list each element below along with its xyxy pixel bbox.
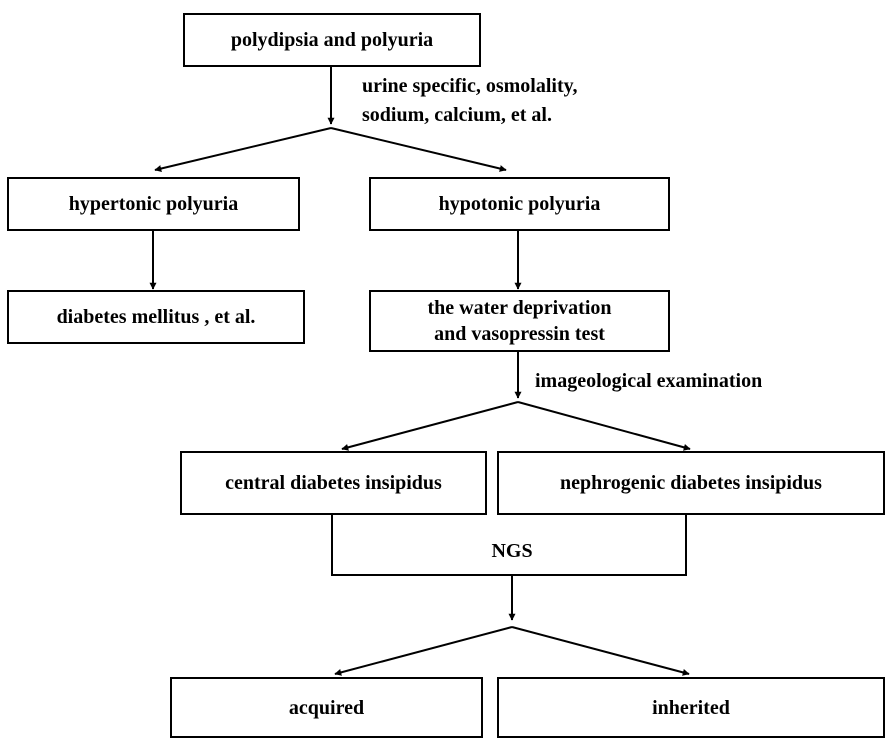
acquired-box: acquired: [170, 677, 483, 738]
arrow-to-hypotonic: [330, 127, 507, 172]
inherited-box: inherited: [497, 677, 885, 738]
nephrogenic-di-label: nephrogenic diabetes insipidus: [560, 472, 822, 494]
water-deprivation-line-2: and vasopressin test: [434, 323, 605, 345]
urine-tests-line-2: sodium, calcium, et al.: [362, 104, 552, 126]
water-deprivation-test-box: the water deprivation and vasopressin te…: [369, 290, 670, 352]
diabetes-mellitus-label: diabetes mellitus , et al.: [56, 306, 256, 328]
arrow-to-nephrogenic-di: [517, 401, 691, 451]
urine-tests-note: urine specific, osmolality, sodium, calc…: [362, 72, 578, 130]
nephrogenic-di-box: nephrogenic diabetes insipidus: [497, 451, 885, 515]
imaging-note: imageological examination: [535, 370, 763, 392]
hypertonic-polyuria-box: hypertonic polyuria: [7, 177, 300, 231]
ngs-bracket: [331, 514, 687, 576]
central-di-box: central diabetes insipidus: [180, 451, 487, 515]
ngs-label: NGS: [491, 540, 533, 562]
water-deprivation-line-1: the water deprivation: [427, 297, 612, 319]
polydipsia-polyuria-box: polydipsia and polyuria: [183, 13, 481, 67]
diabetes-mellitus-box: diabetes mellitus , et al.: [7, 290, 305, 344]
polydipsia-polyuria-label: polydipsia and polyuria: [230, 29, 434, 51]
hypotonic-polyuria-label: hypotonic polyuria: [438, 193, 601, 215]
central-di-label: central diabetes insipidus: [225, 472, 442, 494]
hypertonic-polyuria-label: hypertonic polyuria: [68, 193, 239, 215]
hypotonic-polyuria-box: hypotonic polyuria: [369, 177, 670, 231]
arrow-to-central-di: [341, 401, 519, 451]
arrow-to-inherited: [511, 626, 690, 676]
arrow-to-hypertonic: [154, 127, 332, 172]
arrow-to-acquired: [334, 626, 513, 676]
acquired-label: acquired: [288, 696, 365, 719]
inherited-label: inherited: [652, 696, 730, 719]
urine-tests-line-1: urine specific, osmolality,: [362, 75, 578, 97]
